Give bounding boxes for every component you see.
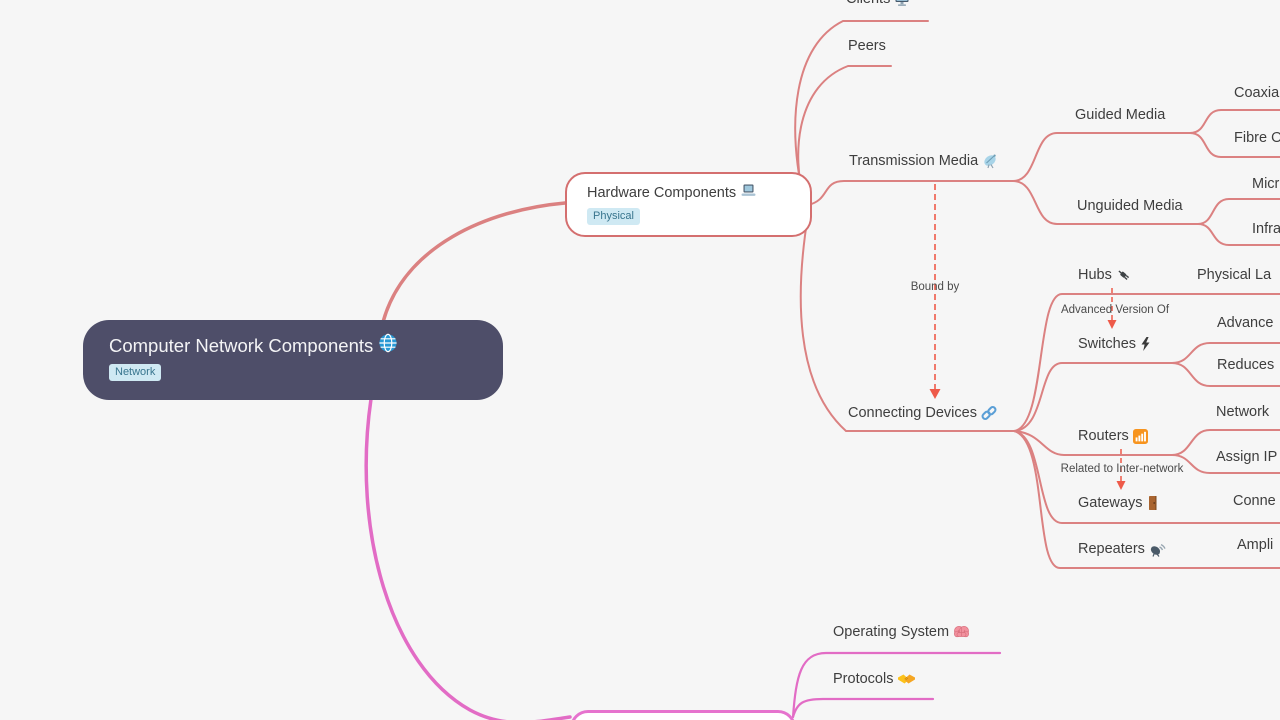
globe-icon (378, 333, 398, 358)
arrow-bound-by (929, 184, 941, 399)
relation-label-related-to-internetwork[interactable]: Related to Inter-network (1060, 463, 1184, 475)
arrow-advanced-version-of (1107, 288, 1117, 329)
brain-icon (953, 625, 970, 639)
node-coaxial[interactable]: Coaxia (1234, 85, 1280, 101)
desktop-icon (894, 0, 910, 7)
node-reduces[interactable]: Reduces (1217, 357, 1275, 373)
node-advance[interactable]: Advance (1217, 315, 1274, 331)
arrow-related-to-internetwork (1116, 449, 1126, 490)
node-gateways[interactable]: Gateways (1078, 495, 1159, 511)
node-transmission-media[interactable]: Transmission Media (849, 153, 999, 169)
satellite-dish-icon (982, 153, 999, 169)
handshake-icon (897, 673, 916, 685)
root-title: Computer Network Components (109, 334, 374, 356)
relation-label-advanced-version-of[interactable]: Advanced Version Of (1060, 304, 1170, 316)
node-root[interactable]: Computer Network Components Network (83, 320, 503, 400)
node-operating-system[interactable]: Operating System (833, 624, 970, 640)
node-amplifies[interactable]: Ampli (1237, 537, 1274, 553)
node-fibre-optic[interactable]: Fibre O (1234, 130, 1280, 146)
node-assign-ip[interactable]: Assign IP (1216, 449, 1278, 465)
root-tag: Network (109, 364, 162, 381)
plug-icon (1116, 267, 1132, 283)
lightning-icon (1140, 337, 1151, 351)
relation-label-bound-by[interactable]: Bound by (910, 281, 960, 293)
node-network[interactable]: Network (1216, 404, 1270, 420)
hardware-title: Hardware Components (587, 184, 737, 201)
node-physical-layer[interactable]: Physical La (1197, 267, 1272, 283)
node-microwave[interactable]: Micr (1252, 176, 1280, 192)
node-unguided-media[interactable]: Unguided Media (1077, 198, 1183, 214)
node-clients[interactable]: Clients (846, 0, 910, 7)
node-connects[interactable]: Conne (1233, 493, 1276, 509)
node-routers[interactable]: Routers (1078, 428, 1148, 444)
node-software-components-partial[interactable] (570, 710, 796, 720)
node-switches[interactable]: Switches (1078, 336, 1151, 352)
door-icon (1146, 495, 1159, 511)
node-connecting-devices[interactable]: Connecting Devices (848, 405, 997, 421)
hardware-tag: Physical (587, 208, 640, 225)
node-repeaters[interactable]: Repeaters (1078, 541, 1166, 557)
node-hubs[interactable]: Hubs (1078, 267, 1132, 283)
satellite-icon (1149, 541, 1166, 557)
signal-bars-icon (1132, 428, 1148, 444)
link-icon (981, 405, 997, 421)
node-hardware-components[interactable]: Hardware Components Physical (565, 172, 812, 237)
node-peers[interactable]: Peers (848, 38, 886, 54)
node-infrared[interactable]: Infra (1252, 221, 1280, 237)
node-protocols[interactable]: Protocols (833, 671, 916, 687)
laptop-icon (740, 183, 757, 202)
node-guided-media[interactable]: Guided Media (1075, 107, 1166, 123)
